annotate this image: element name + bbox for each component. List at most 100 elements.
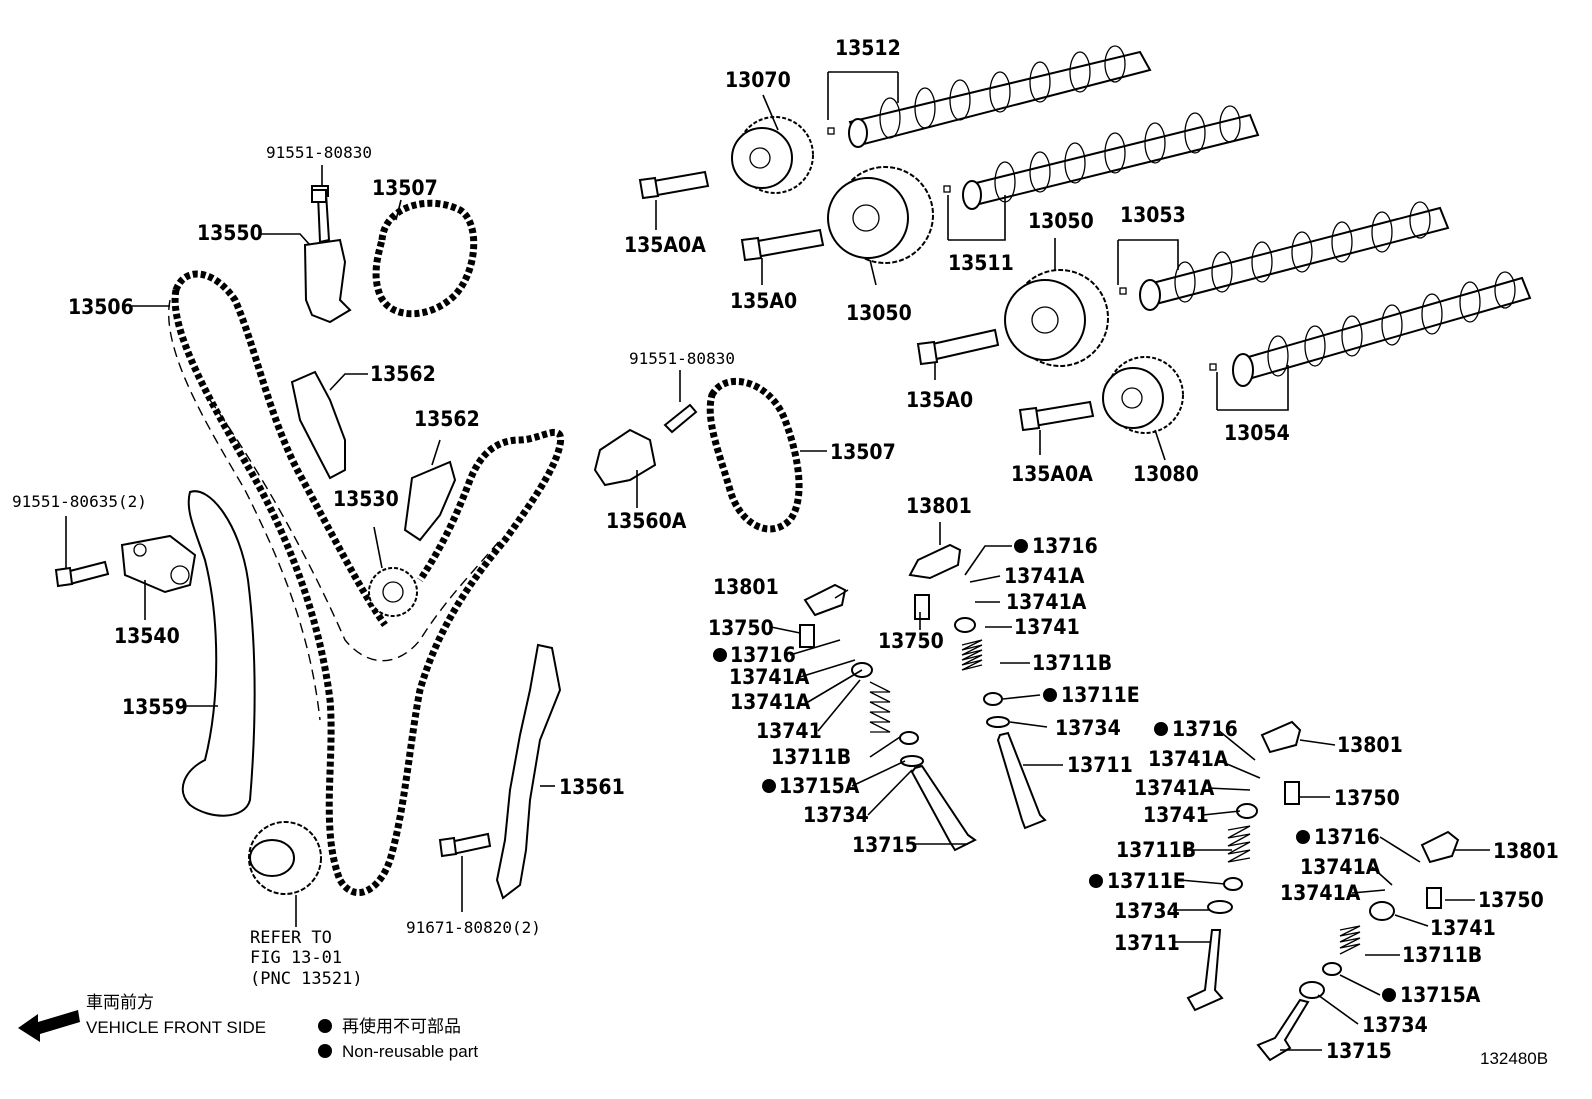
nonreusable-dot [713, 648, 727, 662]
bolt-135A0-lower [916, 328, 1000, 366]
label-13741A: 13741A [1134, 776, 1215, 800]
label-13711E: 13711E [1107, 869, 1186, 893]
label-13741A: 13741A [1300, 855, 1381, 879]
camshaft-13512 [827, 45, 1152, 148]
bolt-135A0-upper [740, 228, 825, 262]
label-13559: 13559 [122, 695, 188, 719]
label-13562: 13562 [370, 362, 436, 386]
label-13716: 13716 [1314, 825, 1380, 849]
label-91671-80820: 91671-80820(2) [406, 918, 541, 937]
camshaft-13053 [1119, 201, 1450, 311]
leader-lines [65, 71, 1490, 1051]
label-13507: 13507 [830, 440, 896, 464]
label-13734: 13734 [803, 803, 869, 827]
label-13741A: 13741A [1148, 747, 1229, 771]
chain-13507-left [372, 199, 478, 318]
label-13711B: 13711B [1116, 838, 1196, 862]
chain-damper-13561 [495, 643, 562, 900]
label-13734: 13734 [1362, 1013, 1428, 1037]
label-13715: 13715 [1326, 1039, 1392, 1063]
label-91551-80830: 91551-80830 [266, 143, 372, 162]
label-13550: 13550 [197, 221, 263, 245]
label-13741A: 13741A [730, 690, 811, 714]
bolt-135A0A-lower [1018, 400, 1095, 432]
label-13054: 13054 [1224, 421, 1290, 445]
label-13741A: 13741A [1006, 590, 1087, 614]
nonreusable-dot [1043, 688, 1057, 702]
chain-slipper-13559 [181, 490, 256, 817]
label-13050: 13050 [846, 301, 912, 325]
chain-13507-right [706, 377, 803, 533]
label-13540: 13540 [114, 624, 180, 648]
part-labels: 13512 13070 91551-80830 13507 13550 135A… [12, 36, 1559, 1063]
label-13080: 13080 [1133, 462, 1199, 486]
label-13716: 13716 [1032, 534, 1098, 558]
tensioner-13550 [303, 185, 352, 324]
label-13741: 13741 [1014, 615, 1080, 639]
label-13741A: 13741A [1004, 564, 1085, 588]
chain-tensioner-13540 [120, 534, 197, 594]
camshaft-13054 [1209, 271, 1532, 387]
sprocket-13080 [1102, 356, 1184, 434]
bolt-135A0A-upper [638, 170, 710, 200]
nonreusable-dot [1382, 988, 1396, 1002]
label-13741: 13741 [1430, 916, 1496, 940]
label-91551-80830: 91551-80830 [629, 349, 735, 368]
label-13715A: 13715A [779, 774, 860, 798]
label-13801: 13801 [1493, 839, 1559, 863]
label-13512: 13512 [835, 36, 901, 60]
label-91551-80635: 91551-80635(2) [12, 492, 147, 511]
direction-jp: 車両前方 [86, 993, 154, 1012]
bolt-91551-80635 [54, 560, 110, 588]
legend: 車両前方 VEHICLE FRONT SIDE 再使用不可部品 Non-reus… [18, 993, 478, 1061]
sprocket-13070 [731, 116, 814, 194]
label-13741A: 13741A [729, 665, 810, 689]
bolt-91671-80820 [438, 832, 492, 858]
label-13750: 13750 [878, 629, 944, 653]
idler-sprocket-13530 [368, 567, 418, 617]
nonreusable-dot [1296, 830, 1310, 844]
label-13734: 13734 [1055, 716, 1121, 740]
valve-train-parts [799, 543, 1460, 1062]
label-13070: 13070 [725, 68, 791, 92]
figure-id: 132480B [1480, 1049, 1548, 1068]
label-13507: 13507 [372, 176, 438, 200]
label-135A0A: 135A0A [624, 233, 706, 257]
label-13801: 13801 [1337, 733, 1403, 757]
arrow-left-icon [18, 1010, 80, 1042]
label-13716: 13716 [1172, 717, 1238, 741]
label-13801: 13801 [713, 575, 779, 599]
label-13711: 13711 [1114, 931, 1180, 955]
label-13711B: 13711B [771, 745, 851, 769]
label-13750: 13750 [1478, 888, 1544, 912]
main-timing-chain [168, 270, 565, 896]
label-13750: 13750 [1334, 786, 1400, 810]
camshaft-13511 [943, 105, 1260, 210]
label-13711B: 13711B [1402, 943, 1482, 967]
tensioner-13560A [593, 403, 698, 487]
label-13750: 13750 [708, 616, 774, 640]
label-13506: 13506 [68, 295, 134, 319]
nonreusable-jp: 再使用不可部品 [342, 1016, 461, 1036]
label-13711B: 13711B [1032, 651, 1112, 675]
label-13741A: 13741A [1280, 881, 1361, 905]
label-13741: 13741 [1143, 803, 1209, 827]
label-13711: 13711 [1067, 753, 1133, 777]
label-13741: 13741 [756, 719, 822, 743]
sprocket-13050-upper [827, 166, 934, 264]
label-13562: 13562 [414, 407, 480, 431]
nonreusable-dot [1089, 874, 1103, 888]
label-135A0A: 135A0A [1011, 462, 1093, 486]
bolt-91551-80830-left [311, 189, 327, 203]
crank-sprocket [248, 821, 322, 895]
label-13715: 13715 [852, 833, 918, 857]
nonreusable-en: Non-reusable part [342, 1042, 478, 1061]
label-13530: 13530 [333, 487, 399, 511]
chain-guide-13562-lower [403, 460, 457, 542]
label-13711E: 13711E [1061, 683, 1140, 707]
label-13801: 13801 [906, 494, 972, 518]
sprocket-13050-lower [1004, 269, 1109, 367]
bullet-icon [318, 1044, 332, 1058]
label-135A0: 135A0 [730, 289, 797, 313]
